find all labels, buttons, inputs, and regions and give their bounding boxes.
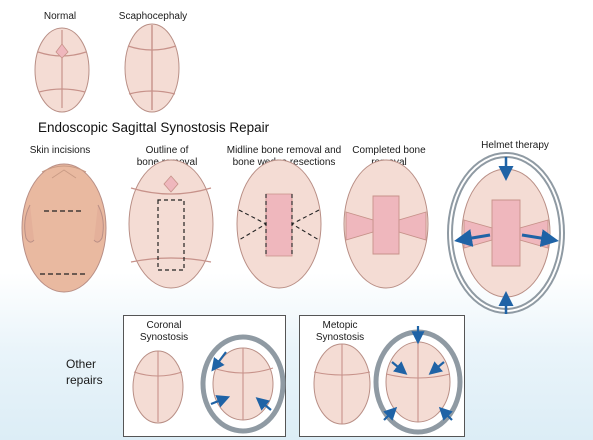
label-coronal-line2: Synostosis: [139, 332, 189, 343]
label-metopic-line1: Metopic: [322, 320, 358, 331]
label-metopic-line2: Synostosis: [315, 332, 365, 343]
label-completed-line1: Completed bone: [352, 145, 426, 156]
section-title: Endoscopic Sagittal Synostosis Repair: [38, 120, 270, 135]
label-metopic-synostosis: Metopic Synostosis: [300, 320, 380, 344]
label-other-line2: repairs: [66, 373, 103, 387]
scaphocephaly-skull: [124, 23, 180, 113]
helmet-therapy-skull: [447, 152, 565, 314]
skin-incisions-head: [21, 163, 107, 293]
label-helmet-therapy: Helmet therapy: [481, 140, 549, 151]
label-other-repairs: Other repairs: [66, 356, 122, 388]
label-normal: Normal: [43, 11, 77, 22]
label-scaphocephaly: Scaphocephaly: [118, 11, 188, 22]
normal-skull: [34, 27, 90, 113]
coronal-synostosis-skulls: [132, 334, 286, 434]
label-coronal-line1: Coronal: [146, 320, 182, 331]
label-skin-incisions: Skin incisions: [29, 145, 91, 156]
label-outline-line1: Outline of: [145, 145, 189, 156]
outline-bone-removal-skull: [128, 159, 214, 289]
label-midline-line1: Midline bone removal and: [226, 145, 342, 156]
midline-removal-skull: [236, 159, 322, 289]
completed-removal-skull: [343, 159, 429, 289]
label-coronal-synostosis: Coronal Synostosis: [124, 320, 204, 344]
label-other-line1: Other: [66, 357, 97, 371]
metopic-synostosis-skulls: [313, 326, 463, 435]
